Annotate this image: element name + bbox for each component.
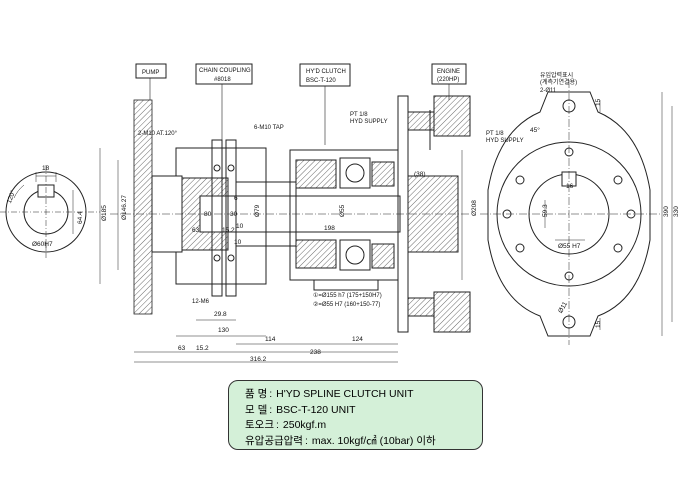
left-width-dim: 18 <box>42 165 50 172</box>
pump-label: PUMP <box>142 70 159 76</box>
dim-r-11: Ø11 <box>557 300 569 314</box>
leader-lines <box>149 78 450 150</box>
engine-flange <box>397 95 471 333</box>
dim-r-55h7: Ø55 H7 <box>558 243 581 250</box>
spec-value: BSC-T-120 UNIT <box>276 403 356 416</box>
dim-r-390: 390 <box>663 206 670 217</box>
dim-10-a: 10 <box>236 223 244 230</box>
dim-6: 6 <box>234 195 238 202</box>
spec-table: 품 명:H'YD SPLINE CLUTCH UNIT 모 델:BSC-T-12… <box>228 380 483 450</box>
note-pt-supply-mid: PT 1/8 <box>350 112 368 118</box>
dim-r-330: 330 <box>673 206 680 217</box>
dim-dia-185: Ø185 <box>101 205 108 221</box>
note-right-top-2: (계측기연결용) <box>540 78 577 86</box>
spec-row-name: 품 명:H'YD SPLINE CLUTCH UNIT <box>245 387 482 403</box>
dim-r-15-bot: 15 <box>595 320 602 328</box>
dim-79: Ø79 <box>254 204 261 217</box>
hyd-clutch-body <box>289 149 399 291</box>
engine-hp-label: (220HP) <box>437 77 459 83</box>
dim-15-2b: 15.2 <box>196 345 209 352</box>
dim-63: 63 <box>192 227 200 234</box>
dim-208: Ø208 <box>471 200 478 216</box>
note-m10-tap-left: 2-M10 AT.120° <box>138 131 178 137</box>
dim-114: 114 <box>265 336 276 343</box>
pump-label-box <box>135 63 167 79</box>
spec-key: 토오크 <box>245 419 274 431</box>
chain-coupling-label: CHAIN COUPLING <box>199 68 251 74</box>
dim-30: 30 <box>230 211 238 218</box>
left-dia-dim: Ø60H7 <box>32 241 53 248</box>
dim-dia-146: Ø146.27 <box>121 195 128 220</box>
note-pt-supply-right: PT 1/8 <box>486 131 504 137</box>
hyd-clutch-label: HY'D CLUTCH <box>306 69 346 75</box>
main-dimension-lines <box>99 148 463 363</box>
note-right-top-1: 유입압력표시 <box>540 71 573 79</box>
dim-10-b: 10 <box>234 239 242 246</box>
note-right-holes: 2-Ø11 <box>540 88 557 94</box>
engine-label: ENGINE <box>437 69 460 75</box>
dim-55: Ø55 <box>339 204 346 217</box>
dim-124: 124 <box>352 336 363 343</box>
spec-value: 250kgf.m <box>282 419 327 431</box>
note-m10-tap-top: 6-M10 TAP <box>254 125 284 131</box>
spec-key: 유압공급압력 <box>245 434 303 447</box>
chain-coupling <box>151 139 267 297</box>
spec-row-torque: 토오크:250kgf.m <box>245 418 482 434</box>
dim-238: 238 <box>310 349 321 356</box>
left-shaft-end-view <box>0 165 100 258</box>
hyd-clutch-model: BSC-T-120 <box>306 78 336 84</box>
dim-r-15-top: 15 <box>595 98 602 106</box>
note-dim-1: ①=Ø155 h7 (175+150H7) <box>313 292 382 299</box>
spec-row-pressure: 유압공급압력:max. 10kgf/㎠ (10bar) 이하 <box>245 434 482 450</box>
spec-key: 품 명 <box>245 388 268 400</box>
dim-63b: 63 <box>178 345 186 352</box>
spec-value: H'YD SPLINE CLUTCH UNIT <box>276 388 414 400</box>
left-angle-dim: 120° <box>5 189 17 205</box>
dim-r-16: 16 <box>566 183 574 190</box>
spec-row-model: 모 델:BSC-T-120 UNIT <box>245 403 482 419</box>
spec-value: max. 10kgf/㎠ (10bar) 이하 <box>311 434 436 447</box>
dim-r-45: 45° <box>530 126 540 134</box>
dim-29-8: 29.8 <box>214 311 227 318</box>
dim-80: 80 <box>204 211 212 218</box>
chain-coupling-label-box <box>195 63 253 85</box>
dim-316-2: 316.2 <box>250 356 267 363</box>
note-m6: 12-M6 <box>192 299 210 305</box>
chain-coupling-number: #8018 <box>214 77 231 83</box>
note-dim-2: ②=Ø55 H7 (160+150-77) <box>313 301 380 308</box>
note-hyd-supply-mid: HYD SUPPLY <box>350 119 388 125</box>
dim-198: 198 <box>324 225 335 232</box>
dim-130: 130 <box>218 327 229 334</box>
dim-r-59-3: 59.3 <box>542 204 549 217</box>
right-flange-end-view <box>480 80 673 345</box>
spec-key: 모 델 <box>245 403 268 416</box>
left-height-dim: 64.4 <box>77 211 84 224</box>
dim-15-2: 15.2 <box>222 227 235 234</box>
dim-38: (38) <box>414 171 426 178</box>
note-hyd-supply-right: HYD SUPPLY <box>486 138 524 144</box>
